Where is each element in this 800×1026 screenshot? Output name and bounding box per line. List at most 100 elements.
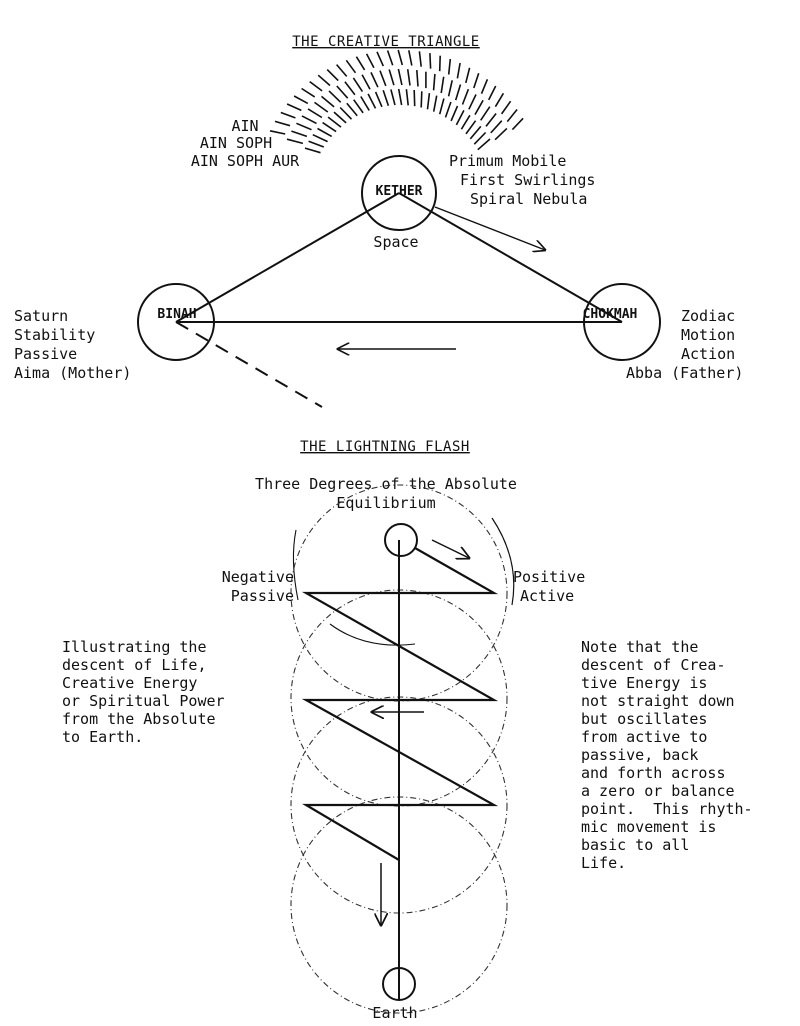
ray-stroke [480, 78, 489, 95]
ain-label: AIN [231, 117, 258, 135]
ray-stroke [460, 114, 471, 130]
kether-binah-line [175, 192, 400, 323]
ray-stroke [469, 125, 482, 140]
ray-stroke [397, 88, 403, 106]
left-outer-arc [292, 529, 299, 601]
ray-stroke [480, 106, 491, 121]
ray-stroke [432, 95, 438, 112]
flash-subtitle-line2: Equilibrium [336, 494, 435, 512]
ray-stroke [438, 55, 441, 72]
ray-stroke [429, 53, 432, 69]
ray-stroke [494, 127, 508, 141]
binah-attr-aima: Aima (Mother) [14, 364, 131, 382]
ray-stroke [444, 101, 452, 118]
ray-stroke [286, 103, 302, 112]
right-outer-arc [491, 517, 515, 606]
primum-mobile-label: Primum Mobile [449, 152, 566, 170]
passive-label: Passive [231, 587, 294, 605]
ray-stroke [494, 92, 505, 108]
ray-stroke [320, 95, 335, 108]
ray-stroke [322, 121, 337, 133]
chokmah-attr-motion: Motion [681, 326, 735, 344]
ray-stroke [487, 85, 497, 101]
ray-stroke [293, 95, 309, 105]
ray-stroke [465, 67, 471, 84]
binah-attr-stability: Stability [14, 326, 95, 344]
ray-stroke [335, 64, 348, 77]
lightning-flash-title: THE LIGHTNING FLASH [300, 439, 470, 455]
ray-stroke [416, 70, 419, 87]
ray-stroke [301, 87, 316, 98]
ray-stroke [376, 51, 385, 67]
ray-stroke [438, 98, 445, 115]
chokmah-circle [583, 283, 661, 361]
left-note: Illustrating the descent of Life, Creati… [62, 638, 225, 746]
ray-stroke [418, 51, 422, 67]
right-note: Note that the descent of Crea- tive Ener… [581, 638, 753, 872]
ray-stroke [345, 59, 357, 74]
ray-stroke [511, 117, 524, 131]
ain-soph-label: AIN SOPH [200, 134, 272, 152]
ray-stroke [301, 115, 317, 125]
ray-stroke [432, 73, 436, 91]
ray-stroke [328, 90, 342, 103]
ray-stroke [353, 99, 364, 114]
ray-stroke [474, 99, 484, 115]
binah-dashed-line [175, 321, 323, 408]
ray-stroke [274, 120, 291, 127]
ray-stroke [339, 106, 353, 120]
ray-stroke [365, 53, 375, 69]
absolute-circle [384, 523, 418, 557]
ray-stroke [370, 72, 379, 88]
spiral-nebula-label: Spiral Nebula [470, 190, 587, 208]
ray-stroke [456, 62, 461, 79]
kether-chokmah-line [398, 192, 623, 323]
top-right-arrow [431, 539, 469, 558]
ray-stroke [390, 89, 396, 106]
first-swirlings-label: First Swirlings [460, 171, 595, 189]
ray-stroke [304, 147, 321, 154]
ray-stroke [420, 91, 423, 108]
ray-stroke [280, 111, 296, 119]
binah-attr-passive: Passive [14, 345, 77, 363]
ray-stroke [360, 96, 370, 111]
ray-stroke [336, 85, 349, 99]
ray-stroke [468, 94, 477, 110]
ray-stroke [308, 140, 325, 148]
chokmah-label: CHOKMAH [583, 307, 638, 322]
ray-stroke [465, 120, 477, 135]
ray-stroke [327, 116, 342, 128]
ain-soph-aur-label: AIN SOPH AUR [191, 152, 300, 170]
descent-arrow-right [434, 206, 545, 250]
ray-stroke [473, 72, 480, 89]
ray-stroke [291, 130, 308, 138]
ray-stroke [379, 70, 387, 87]
ray-stroke [485, 113, 497, 127]
ray-stroke [490, 120, 503, 134]
ray-stroke [361, 74, 371, 90]
binah-label: BINAH [157, 307, 196, 322]
ray-stroke [355, 56, 366, 71]
ray-stroke [450, 105, 459, 122]
ray-stroke [397, 68, 403, 86]
binah-attr-saturn: Saturn [14, 307, 68, 325]
kether-circle [361, 155, 437, 231]
active-label: Active [520, 587, 574, 605]
ray-stroke [426, 93, 431, 110]
ray-stroke [461, 88, 470, 105]
ray-stroke [477, 138, 491, 151]
chokmah-attr-action: Action [681, 345, 735, 363]
flash-subtitle-line1: Three Degrees of the Absolute [255, 475, 517, 493]
ray-stroke [307, 108, 323, 119]
ray-stroke [382, 90, 390, 106]
ray-stroke [397, 49, 404, 66]
ray-stroke [447, 80, 453, 97]
ray-stroke [386, 50, 394, 66]
positive-label: Positive [513, 568, 585, 586]
ray-stroke [454, 84, 462, 101]
negative-label: Negative [222, 568, 294, 586]
kether-label: KETHER [376, 184, 423, 199]
ray-stroke [269, 130, 286, 135]
ray-stroke [473, 131, 487, 145]
ain-soph-aur-rays [269, 49, 524, 154]
